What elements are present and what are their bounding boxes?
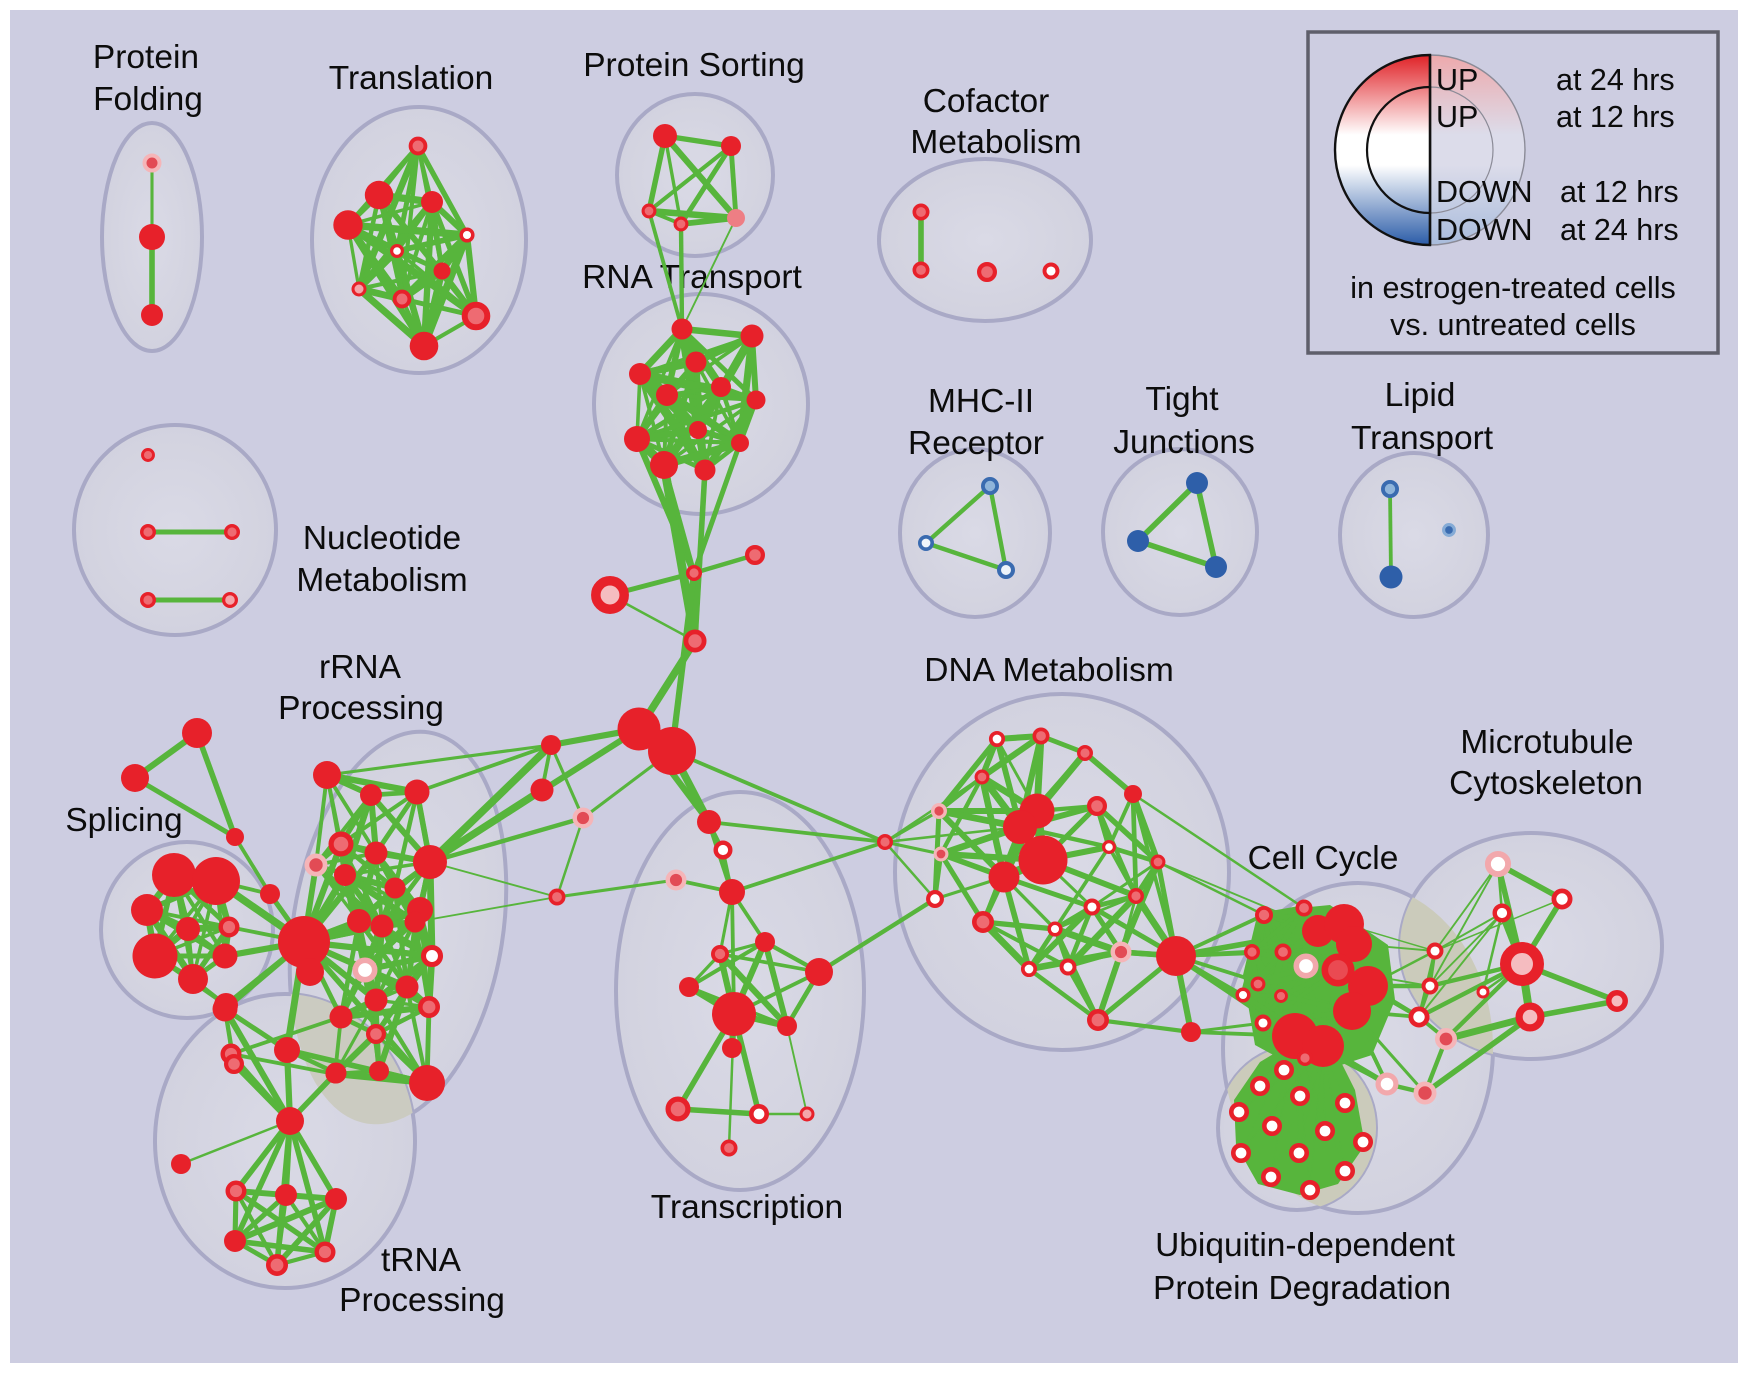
svg-text:Receptor: Receptor — [908, 425, 1044, 462]
svg-text:MHC-II: MHC-II — [928, 383, 1034, 420]
svg-text:Processing: Processing — [278, 690, 444, 727]
svg-text:RNA Transport: RNA Transport — [582, 259, 802, 296]
svg-text:UP: UP — [1436, 63, 1478, 97]
svg-text:in estrogen-treated cells: in estrogen-treated cells — [1350, 271, 1676, 305]
svg-text:Cytoskeleton: Cytoskeleton — [1449, 765, 1643, 802]
svg-text:vs. untreated cells: vs. untreated cells — [1390, 308, 1636, 342]
svg-text:Protein: Protein — [93, 39, 199, 76]
svg-text:Nucleotide: Nucleotide — [303, 520, 461, 557]
svg-text:Metabolism: Metabolism — [296, 562, 467, 599]
svg-text:Splicing: Splicing — [65, 802, 182, 839]
svg-text:Tight: Tight — [1145, 381, 1219, 418]
svg-text:Lipid: Lipid — [1385, 377, 1456, 414]
svg-text:Transcription: Transcription — [651, 1189, 843, 1226]
svg-text:Transport: Transport — [1351, 420, 1494, 457]
svg-text:Junctions: Junctions — [1113, 424, 1255, 461]
svg-text:DOWN: DOWN — [1436, 175, 1533, 209]
svg-text:Translation: Translation — [329, 60, 493, 97]
svg-text:at 12 hrs: at 12 hrs — [1560, 175, 1679, 209]
svg-text:tRNA: tRNA — [381, 1242, 462, 1279]
svg-text:Cell Cycle: Cell Cycle — [1248, 840, 1399, 877]
svg-text:at 24 hrs: at 24 hrs — [1556, 63, 1675, 97]
svg-text:DNA Metabolism: DNA Metabolism — [924, 652, 1173, 689]
svg-text:Folding: Folding — [93, 81, 203, 118]
svg-text:Processing: Processing — [339, 1282, 505, 1319]
svg-text:Cofactor: Cofactor — [923, 83, 1050, 120]
svg-text:UP: UP — [1436, 100, 1478, 134]
svg-text:at 12 hrs: at 12 hrs — [1556, 100, 1675, 134]
svg-text:Ubiquitin-dependent: Ubiquitin-dependent — [1155, 1227, 1456, 1264]
svg-text:Protein Sorting: Protein Sorting — [583, 47, 805, 84]
svg-text:Microtubule: Microtubule — [1460, 724, 1633, 761]
svg-text:DOWN: DOWN — [1436, 213, 1533, 247]
svg-text:at 24 hrs: at 24 hrs — [1560, 213, 1679, 247]
svg-text:Protein Degradation: Protein Degradation — [1153, 1270, 1451, 1307]
svg-text:Metabolism: Metabolism — [910, 124, 1081, 161]
svg-text:rRNA: rRNA — [319, 649, 402, 686]
